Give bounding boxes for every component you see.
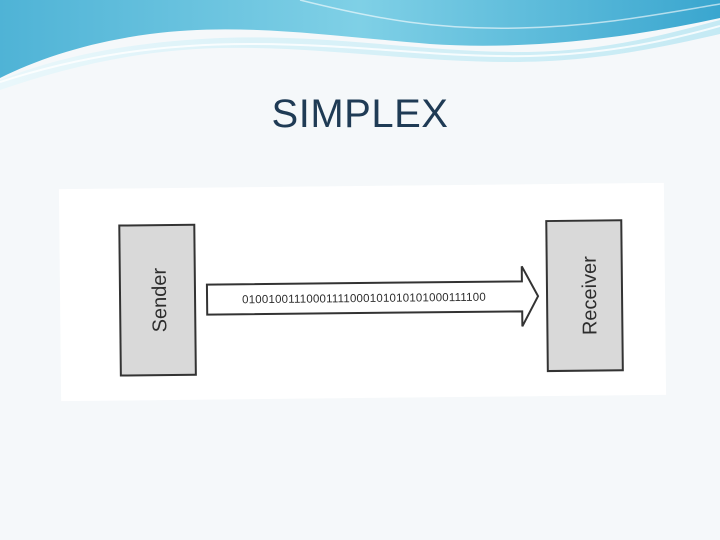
page-title: SIMPLEX [271,92,449,136]
sender-box [118,223,197,377]
receiver-box [545,219,624,373]
simplex-diagram: Sender Receiver 010010011100011110001010… [58,182,667,402]
sender-label: Sender [149,267,172,332]
header-wave-decoration [0,0,720,90]
wave-line [0,25,720,83]
wave-line-thin [299,0,720,29]
bit-stream-label: 01001001110001111000101010101000111100 [242,292,486,307]
wave-shape-primary [0,0,720,78]
diagram-canvas: Sender Receiver 010010011100011110001010… [118,219,624,377]
receiver-label: Receiver [579,256,602,335]
transmission-arrow [205,265,540,327]
wave-shape-light [0,20,720,90]
